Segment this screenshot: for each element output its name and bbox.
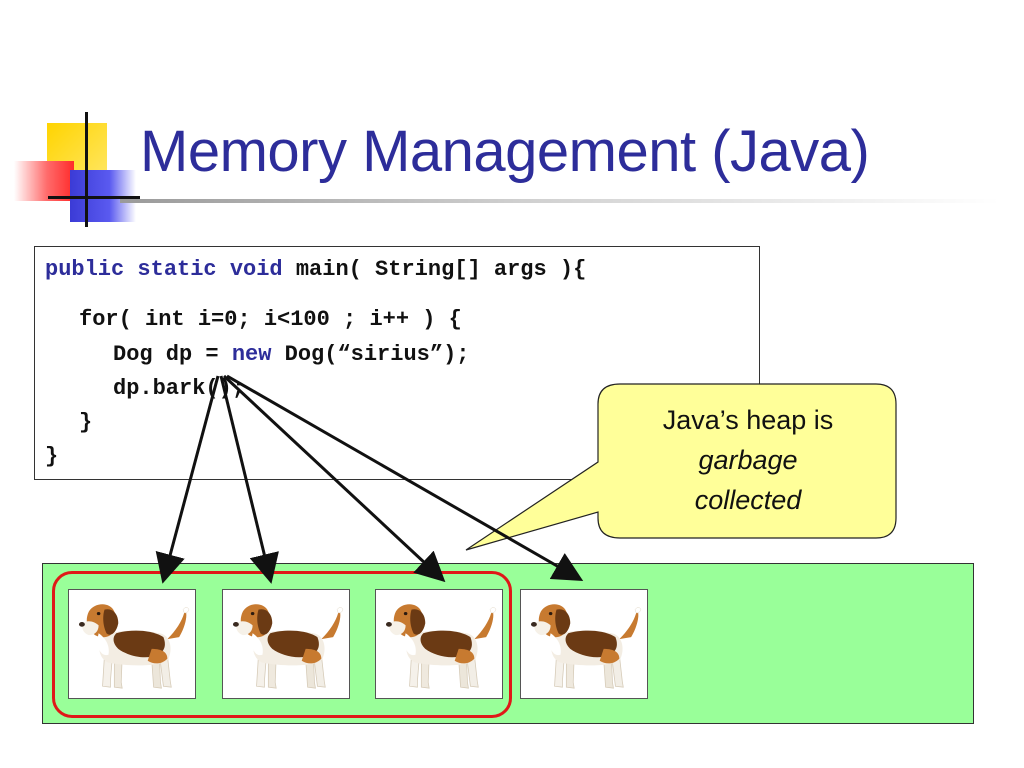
- dog-object-4: [520, 589, 648, 699]
- logo-horizontal-line: [48, 196, 140, 199]
- code-line-4: dp.bark();: [113, 376, 246, 401]
- dog-object-2: [222, 589, 350, 699]
- code-line-2: for( int i=0; i<100 ; i++ ) {: [79, 307, 462, 332]
- code-keyword-new: new: [231, 342, 272, 367]
- logo-red-square-icon: [14, 161, 74, 201]
- code-line-1: public static void main( String[] args )…: [45, 257, 586, 283]
- callout-text: Java’s heap is garbage collected: [600, 400, 896, 520]
- logo-vertical-line: [85, 112, 88, 227]
- dog-object-3: [375, 589, 503, 699]
- slide-logo: [0, 0, 140, 240]
- callout-line-3: collected: [694, 485, 802, 515]
- slide-title: Memory Management (Java): [140, 119, 870, 184]
- beagle-dog-icon: [69, 590, 195, 698]
- beagle-dog-icon: [223, 590, 349, 698]
- beagle-dog-icon: [521, 590, 647, 698]
- code-text: Dog dp =: [113, 342, 232, 367]
- beagle-dog-icon: [376, 590, 502, 698]
- callout-line-1: Java’s heap is: [662, 405, 834, 435]
- dog-object-1: [68, 589, 196, 699]
- code-text: main( String[] args ){: [282, 257, 587, 282]
- code-line-5: }: [79, 410, 93, 435]
- code-line-6: }: [45, 444, 59, 469]
- title-underline: [120, 199, 1000, 203]
- code-keywords: public static void: [45, 257, 283, 282]
- code-line-3: Dog dp = new Dog(“sirius”);: [113, 342, 469, 368]
- code-text: Dog(“sirius”);: [271, 342, 470, 367]
- callout-line-2: garbage: [698, 445, 798, 475]
